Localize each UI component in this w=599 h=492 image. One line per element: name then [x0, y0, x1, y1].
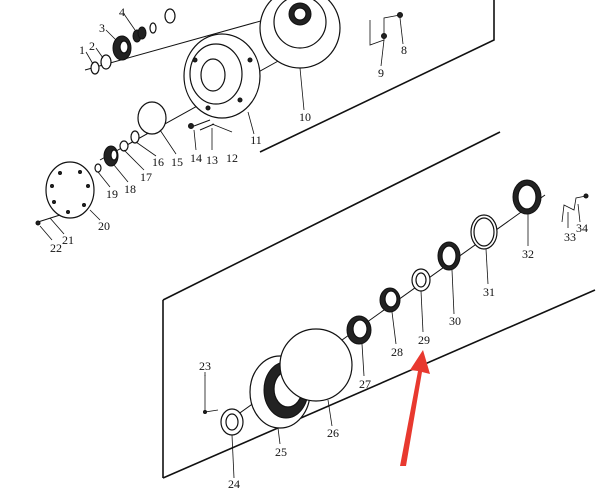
callout-31: 31	[483, 285, 495, 299]
part-33-34-bolts	[561, 193, 589, 223]
callout-4: 4	[119, 5, 125, 19]
callout-22: 22	[50, 241, 62, 255]
part-15-gasket	[137, 101, 167, 135]
callout-17: 17	[140, 170, 152, 184]
callout-21: 21	[62, 233, 74, 247]
part-29-ring	[411, 268, 431, 292]
callout-19: 19	[106, 187, 118, 201]
callout-24: 24	[228, 477, 240, 491]
part-12-14-pins	[188, 119, 215, 131]
leader-lines	[39, 13, 581, 479]
part-2-ring	[100, 54, 112, 70]
part-24-seal	[220, 408, 244, 436]
callout-10: 10	[299, 110, 311, 124]
lower-assembly-frame	[162, 131, 596, 479]
part-11-carrier-flange	[183, 33, 261, 119]
callout-23: 23	[199, 359, 211, 373]
red-pointer-arrow	[400, 350, 430, 466]
part-4-spring	[132, 22, 157, 43]
part-8-9-bolts	[369, 12, 403, 46]
part-1-washer	[90, 61, 100, 75]
part-26-drum	[279, 328, 353, 402]
callout-29: 29	[418, 333, 430, 347]
callout-1: 1	[79, 43, 85, 57]
upper-assembly-frame	[259, 0, 495, 153]
part-27-bearing	[346, 315, 372, 345]
callout-27: 27	[359, 377, 371, 391]
callout-9: 9	[378, 66, 384, 80]
callout-26: 26	[327, 426, 339, 440]
callout-25: 25	[275, 445, 287, 459]
part-20-cover-plate	[45, 161, 95, 219]
part-30-seal	[437, 241, 461, 271]
part-18-planet-gear	[103, 145, 119, 167]
part-3-gear	[112, 35, 132, 61]
callout-32: 32	[522, 247, 534, 261]
part-21-22-bolts	[35, 214, 61, 226]
part-31-ring	[470, 214, 498, 250]
callout-11: 11	[250, 133, 262, 147]
callout-13: 13	[206, 153, 218, 167]
callout-2: 2	[89, 39, 95, 53]
callout-33: 33	[564, 230, 576, 244]
part-10-hub-housing	[259, 0, 341, 69]
callout-14: 14	[190, 151, 202, 165]
callout-28: 28	[391, 345, 403, 359]
callout-8: 8	[401, 43, 407, 57]
callout-30: 30	[449, 314, 461, 328]
callout-labels: 1 2 3 4 8 9 10 11 12 13 14 15 16 17 18 1…	[50, 5, 588, 491]
callout-16: 16	[152, 155, 164, 169]
part-17-thrust	[119, 140, 129, 152]
callout-15: 15	[171, 155, 183, 169]
part-32-bearing-cup	[512, 179, 542, 215]
callout-18: 18	[124, 182, 136, 196]
part-23-bolt	[203, 375, 219, 414]
part-16-washer	[130, 130, 140, 144]
callout-3: 3	[99, 21, 105, 35]
part-28-bearing	[379, 287, 401, 313]
part-snap-ring	[164, 8, 176, 24]
callout-34: 34	[576, 221, 588, 235]
callout-12: 12	[226, 151, 238, 165]
part-19-spacer	[94, 163, 102, 173]
callout-20: 20	[98, 219, 110, 233]
